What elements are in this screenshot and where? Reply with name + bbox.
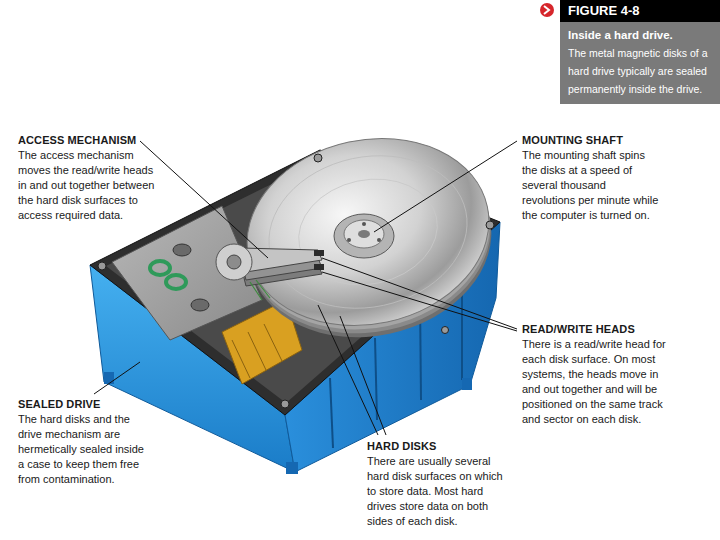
callout-heading: MOUNTING SHAFT: [522, 133, 682, 148]
callout-heading: SEALED DRIVE: [18, 397, 148, 412]
magnet-screw: [191, 299, 209, 311]
hub-screw: [347, 238, 351, 242]
logo-ring: [150, 261, 170, 275]
frame-screw: [98, 262, 106, 270]
actuator-pivot: [216, 244, 252, 280]
case-foot: [462, 378, 472, 390]
logo-ring: [166, 275, 186, 289]
leader-line: [140, 141, 268, 258]
read-write-head: [314, 250, 324, 256]
actuator-pivot-center: [227, 255, 241, 269]
logo: [150, 261, 186, 289]
cable-trace: [232, 340, 250, 378]
case-rib: [330, 378, 333, 448]
leader-line: [94, 362, 140, 394]
frame-screw: [486, 221, 494, 229]
platter-track: [255, 138, 482, 326]
spindle-cap: [344, 220, 384, 248]
figure-icon: [540, 3, 554, 17]
spindle-shaft: [358, 230, 370, 238]
platter-track: [289, 167, 448, 298]
actuator-plate: [112, 206, 262, 340]
figure-caption: The metal magnetic disks of a hard drive…: [560, 43, 720, 104]
cable-traces: [232, 324, 282, 378]
figure-icon-arrow: [544, 6, 549, 14]
frame-screw: [442, 327, 449, 334]
hub-screw: [377, 238, 381, 242]
leader-lines: [94, 141, 517, 435]
leader-line: [322, 258, 517, 329]
callout-heading: HARD DISKS: [367, 439, 517, 454]
case-foot: [286, 462, 298, 474]
callout-text: The access mechanism moves the read/writ…: [18, 148, 158, 223]
leader-line: [340, 316, 386, 435]
figure-caption-box: FIGURE 4-8Inside a hard drive.The metal …: [560, 0, 720, 104]
cable-trace: [264, 324, 282, 361]
leader-line: [318, 305, 378, 435]
frame-screw: [314, 154, 322, 162]
read-write-head: [314, 264, 324, 270]
platter-stack: [230, 117, 509, 359]
callout-text: The mounting shaft spins the disks at a …: [522, 148, 662, 223]
frame-screws: [98, 154, 494, 408]
flex-wire: [256, 280, 270, 298]
cable-trace: [248, 332, 266, 370]
platter: [230, 117, 507, 348]
magnet-screw: [173, 244, 191, 256]
figure-title: Inside a hard drive.: [560, 22, 720, 43]
flex-wires: [250, 280, 270, 300]
case-foot: [104, 372, 114, 384]
leader-line: [322, 272, 517, 331]
hub-screw: [362, 222, 366, 226]
callout-text: There are usually several hard disk surf…: [367, 454, 512, 529]
hub-screws: [347, 222, 381, 242]
leader-line: [374, 141, 517, 232]
spindle-hub: [334, 214, 394, 258]
figure-number: FIGURE 4-8: [560, 0, 720, 22]
frame-screw: [281, 400, 289, 408]
callout-heading: READ/WRITE HEADS: [522, 322, 682, 337]
callout-text: There is a read/write head for each disk…: [522, 337, 667, 427]
callout-heading: ACCESS MECHANISM: [18, 133, 168, 148]
callout-text: The hard disks and the drive mechanism a…: [18, 412, 148, 487]
